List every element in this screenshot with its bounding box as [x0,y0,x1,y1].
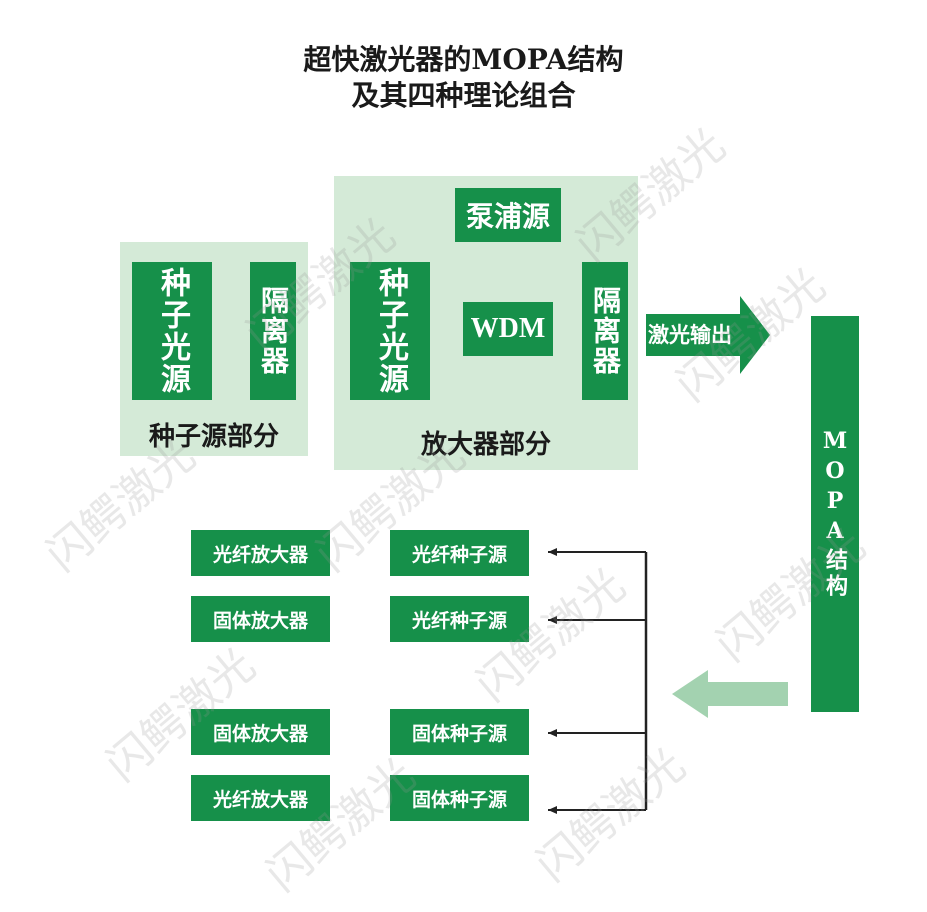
combo-3-amplifier: 固体放大器 [191,709,330,755]
amplifier-section-caption: 放大器部分 [420,430,551,460]
combo-1-seed: 光纤种子源 [390,530,529,576]
laser-output-arrow [646,296,770,374]
wdm-box: WDM [463,302,553,356]
title-line-1: 超快激光器的MOPA结构 [303,43,624,76]
combo-4-amplifier: 光纤放大器 [191,775,330,821]
title-line-2: 及其四种理论组合 [351,79,576,112]
mopa-return-arrow [672,670,788,718]
amp-isolator-box: 隔离器 [582,262,628,400]
mopa-structure-bar: MOPA结构 [811,316,859,712]
combo-4-seed: 固体种子源 [390,775,529,821]
seed-isolator-box: 隔离器 [250,262,296,400]
combo-3-seed: 固体种子源 [390,709,529,755]
laser-output-label: 激光输出 [648,322,732,347]
seed-light-source-box: 种子光源 [132,262,212,400]
amp-light-source-box: 种子光源 [350,262,430,400]
combo-1-amplifier: 光纤放大器 [191,530,330,576]
combo-2-seed: 光纤种子源 [390,596,529,642]
pump-source-box: 泵浦源 [455,188,561,242]
seed-section-caption: 种子源部分 [148,422,279,452]
combo-2-amplifier: 固体放大器 [191,596,330,642]
